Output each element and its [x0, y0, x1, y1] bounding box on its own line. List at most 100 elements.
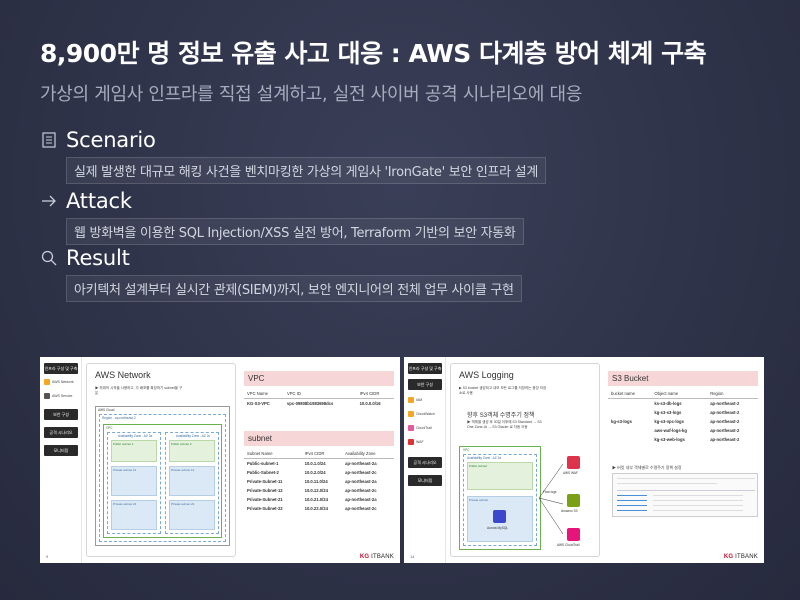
region-box: Region - ap-northeast-2: [99, 414, 226, 542]
vpc-box: VPC: [103, 424, 222, 538]
section-title: Result: [66, 246, 130, 270]
search-icon: [40, 249, 58, 267]
section-attack: Attack 웹 방화벽을 이용한 SQL Injection/XSS 실전 방…: [40, 188, 524, 245]
private-subnet-c: Private subnet 12: [169, 466, 215, 496]
az-box: Availability Zone : AZ 2a: [463, 454, 537, 546]
slide-sidebar: 인프라 구성 및 구축 보안 구성 IAM CloudWatch CloudTr…: [404, 357, 446, 563]
arrow-right-icon: [40, 192, 58, 210]
panel-title: AWS Logging: [459, 370, 514, 380]
s3-bucket-table: bucket name Object name Region ks-s3-db-…: [608, 389, 758, 444]
section-scenario: Scenario 실제 발생한 대규모 해킹 사건을 벤치마킹한 가상의 게임사…: [40, 127, 546, 184]
slide-page-number: 14: [410, 554, 415, 559]
connector-lines: [538, 463, 564, 535]
waf-label: AWS WAF: [563, 471, 578, 475]
public-subnet: Public subnet: [467, 462, 533, 490]
section-description: 아키텍처 설계부터 실시간 관제(SIEM)까지, 보안 엔지니어의 전체 업무…: [66, 275, 522, 302]
section-title: Attack: [66, 189, 132, 213]
vpc-box: VPC: [459, 446, 541, 550]
waf-icon: [408, 439, 414, 445]
aws-cloud-box: AWS Cloud: [95, 406, 230, 546]
sidebar-button-monitoring[interactable]: 모니터링: [408, 475, 442, 486]
sidebar-item-aws-network: AWS Network: [44, 379, 78, 385]
sidebar-button-security[interactable]: 보안 구성: [408, 379, 442, 390]
page-subheadline: 가상의 게임사 인프라를 직접 설계하고, 실전 사이버 공격 시나리오에 대응: [40, 84, 583, 105]
cloudtrail-diagram-icon: [567, 528, 580, 541]
aurora-label: Aurora MySQL: [487, 526, 509, 530]
network-panel: AWS Network ▶ 하위의 시작을 사용하고, 각 배포를 확장하기 s…: [86, 363, 236, 557]
iam-icon: [408, 397, 414, 403]
document-icon: [40, 131, 58, 149]
slide-page-number: 9: [46, 554, 49, 559]
column-header: Region: [707, 389, 758, 399]
sidebar-item-aws-service: AWS Service: [44, 393, 78, 399]
amazon-s3-icon: [567, 494, 580, 507]
column-header: bucket name: [608, 389, 652, 399]
sidebar-button-infra[interactable]: 인프라 구성 및 구축: [44, 363, 78, 374]
logging-panel: AWS Logging ▶ S3 bucket 생성하고 내보 모든 로그를 저…: [450, 363, 600, 557]
sidebar-item-cloudwatch: CloudWatch: [408, 411, 442, 417]
aws-service-icon: [44, 393, 50, 399]
slide-sidebar: 인프라 구성 및 구축 AWS Network AWS Service 보안 구…: [40, 357, 82, 563]
public-subnet-c: Public subnet 2: [169, 440, 215, 462]
panel-title: AWS Network: [95, 370, 151, 380]
lifecycle-screenshot: [612, 473, 758, 517]
private-subnet-a: Private subnet 11: [111, 466, 157, 496]
column-header: Availability Zone: [342, 449, 394, 459]
subnet-table: Subnet Name IPv4 CIDR Availability Zone …: [244, 449, 394, 513]
cloudtrail-icon: [408, 425, 414, 431]
policy-title: 향후 S3객체 수명주기 정책: [467, 413, 535, 419]
aws-waf-icon: [567, 456, 580, 469]
s3-label: Amazon S3: [561, 509, 578, 513]
sidebar-button-infra[interactable]: 인프라 구성 및 구축: [408, 363, 442, 374]
column-header: IPv4 CIDR: [356, 389, 394, 399]
flow-logs-label: Flow logs: [543, 490, 557, 494]
az-a-box: Availability Zone - AZ 2a: [107, 432, 161, 534]
column-header: Object name: [651, 389, 708, 399]
vpc-table-header: VPC: [244, 371, 394, 386]
slide-aws-network[interactable]: 인프라 구성 및 구축 AWS Network AWS Service 보안 구…: [40, 357, 400, 563]
private-subnet-c2: Private subnet 22: [169, 500, 215, 530]
sidebar-button-attack[interactable]: 공격 시나리오: [44, 427, 78, 438]
sidebar-button-monitoring[interactable]: 모니터링: [44, 445, 78, 456]
sidebar-button-security[interactable]: 보안 구성: [44, 409, 78, 420]
column-header: IPv4 CIDR: [301, 449, 343, 459]
section-description: 웹 방화벽을 이용한 SQL Injection/XSS 실전 방어, Terr…: [66, 218, 524, 245]
s3-table-header: S3 Bucket: [608, 371, 758, 386]
private-subnet: Private subnet: [467, 496, 533, 542]
sidebar-button-attack[interactable]: 공격 시나리오: [408, 457, 442, 468]
cloudwatch-icon: [408, 411, 414, 417]
aurora-mysql-icon: [493, 510, 506, 523]
section-title: Scenario: [66, 128, 156, 152]
brand-logo: KG ITBANK: [723, 554, 758, 560]
cloudtrail-label: AWS CloudTrail: [557, 543, 580, 547]
az-c-box: Availability Zone - AZ 2c: [165, 432, 219, 534]
subnet-table-header: subnet: [244, 431, 394, 446]
aws-network-icon: [44, 379, 50, 385]
column-header: Subnet Name: [244, 449, 302, 459]
slide-aws-logging[interactable]: 인프라 구성 및 구축 보안 구성 IAM CloudWatch CloudTr…: [404, 357, 764, 563]
column-header: VPC Name: [244, 389, 284, 399]
section-description: 실제 발생한 대규모 해킹 사건을 벤치마킹한 가상의 게임사 'IronGat…: [66, 157, 546, 184]
panel-note: ▶ S3 bucket 생성하고 내보 모든 로그를 저장하는 중앙 저장소로 …: [459, 386, 547, 395]
sidebar-item-waf: WAF: [408, 439, 442, 445]
lifecycle-note: ▶ 버킷 내부 객체별로 수명주기 정책 설정: [612, 465, 682, 470]
private-subnet-a2: Private subnet 21: [111, 500, 157, 530]
sidebar-item-cloudtrail: CloudTrail: [408, 425, 442, 431]
page-headline: 8,900만 명 정보 유출 사고 대응 : AWS 다계층 방어 체계 구축: [40, 39, 707, 68]
brand-logo: KG ITBANK: [359, 554, 394, 560]
column-header: VPC ID: [283, 389, 357, 399]
panel-note: ▶ 하위의 시작을 사용하고, 각 배포를 확장하기 subnet을 구분: [95, 386, 183, 395]
